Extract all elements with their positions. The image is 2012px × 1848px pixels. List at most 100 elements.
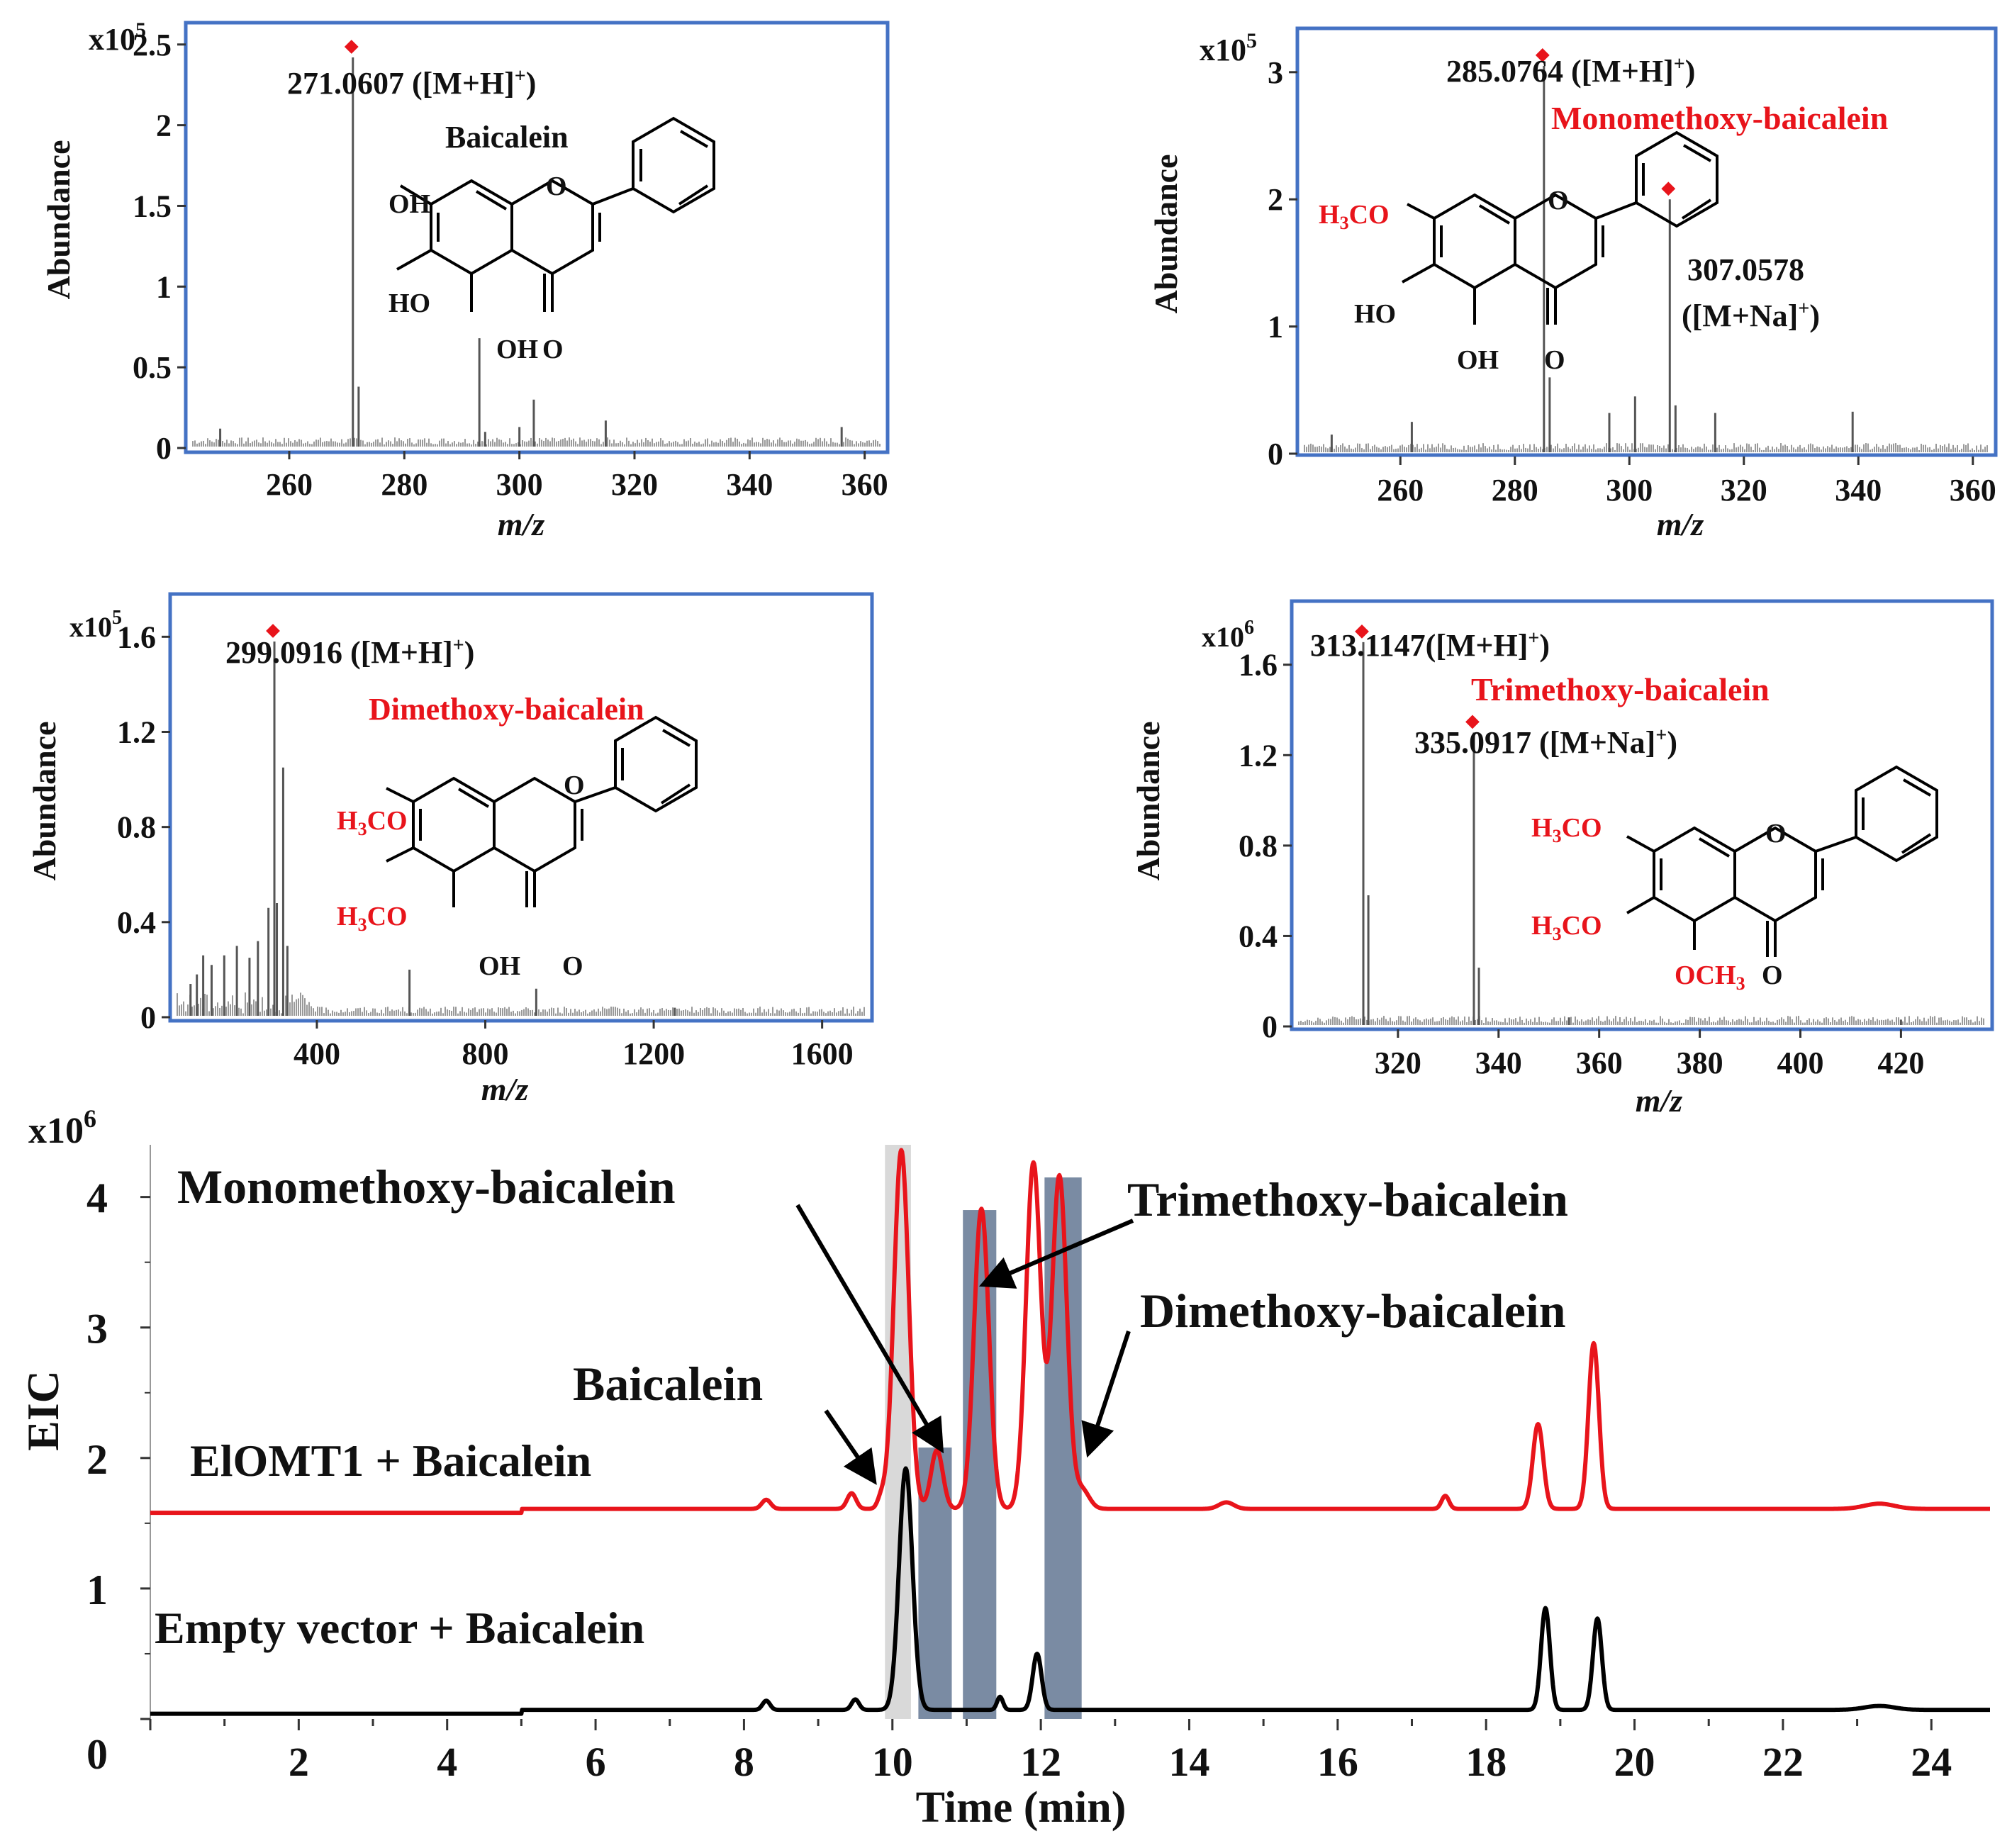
series-label-empty-vector: Empty vector + Baicalein bbox=[155, 1603, 644, 1653]
atom-label: OH bbox=[496, 335, 538, 364]
structure-monomethoxy-baicalein: H3CO HO OH O O bbox=[1319, 130, 1718, 375]
scale-label: x105 bbox=[69, 607, 122, 643]
atom-label: OCH3 bbox=[1675, 961, 1745, 994]
x-tick-label: 340 bbox=[1835, 473, 1882, 508]
atom-label: O bbox=[1765, 819, 1787, 849]
compound-name: Trimethoxy-baicalein bbox=[1471, 671, 1770, 707]
atom-label: O bbox=[564, 771, 585, 800]
peak-annotation: 307.0578 bbox=[1687, 252, 1804, 287]
x-axis-label: m/z bbox=[481, 1071, 529, 1107]
x-tick-label: 10 bbox=[872, 1739, 913, 1785]
callout-arrow-baicalein bbox=[824, 1409, 877, 1485]
y-tick-label: 0 bbox=[140, 1000, 156, 1035]
y-tick-label: 1.6 bbox=[1239, 648, 1278, 683]
x-tick-label: 260 bbox=[266, 467, 313, 502]
x-tick-label: 16 bbox=[1317, 1739, 1358, 1785]
x-tick-label: 420 bbox=[1877, 1046, 1924, 1080]
noise-peaks bbox=[192, 437, 881, 447]
x-tick-label: 2 bbox=[289, 1739, 309, 1785]
y-tick-label: 0 bbox=[1268, 437, 1283, 471]
y-tick-label: 1.5 bbox=[133, 189, 172, 223]
x-tick-label: 14 bbox=[1168, 1739, 1209, 1785]
x-tick-label: 320 bbox=[1375, 1046, 1421, 1080]
ms-frame bbox=[184, 21, 890, 454]
atom-label: O bbox=[1548, 186, 1569, 215]
scale-label: x106 bbox=[1202, 617, 1254, 653]
y-tick-label: 0.5 bbox=[133, 350, 172, 385]
compound-name: Dimethoxy-baicalein bbox=[369, 692, 644, 727]
x-axis-label: m/z bbox=[1636, 1082, 1683, 1119]
compound-name: Monomethoxy-baicalein bbox=[1551, 100, 1888, 136]
y-tick-label: 1.2 bbox=[1239, 738, 1278, 773]
peak-marker bbox=[1661, 181, 1676, 196]
atom-label: HO bbox=[1354, 299, 1396, 329]
y-tick-label: 0.4 bbox=[1239, 919, 1278, 953]
peak-marker bbox=[1535, 47, 1550, 62]
callout-dimethoxy: Dimethoxy-baicalein bbox=[1140, 1284, 1566, 1338]
noise-peaks bbox=[1298, 1016, 1984, 1025]
x-tick-label: 340 bbox=[726, 467, 773, 502]
y-tick-label: 0 bbox=[86, 1731, 108, 1778]
atom-label: OH bbox=[479, 951, 520, 981]
x-tick-label: 18 bbox=[1465, 1739, 1507, 1785]
x-tick-label: 20 bbox=[1614, 1739, 1655, 1785]
x-tick-label: 340 bbox=[1475, 1046, 1522, 1080]
x-axis-label: m/z bbox=[1657, 506, 1704, 542]
x-tick-label: 1200 bbox=[622, 1036, 685, 1071]
ms-frame bbox=[1290, 599, 1994, 1031]
y-tick-label: 1.6 bbox=[117, 620, 156, 654]
x-tick-label: 280 bbox=[1492, 473, 1538, 508]
ms-panel-trimethoxy: 320 340 360 380 400 420 0 0.4 0.8 1.2 1.6 x106 Abu… bbox=[1130, 599, 1994, 1119]
eic-traces bbox=[149, 1148, 1991, 1716]
peak-annotation: 313.1147([M+H]+) bbox=[1310, 627, 1550, 663]
atom-label: O bbox=[562, 951, 583, 981]
x-axis-label: Time (min) bbox=[916, 1783, 1127, 1832]
y-tick-label: 0.8 bbox=[117, 810, 156, 845]
y-tick-label: 2 bbox=[1268, 182, 1283, 217]
y-tick-label: 0 bbox=[1262, 1009, 1278, 1044]
noise-peaks bbox=[1304, 443, 1988, 452]
scale-label: x105 bbox=[1200, 29, 1257, 67]
peak-marker bbox=[1465, 715, 1480, 729]
atom-label: OH bbox=[1457, 345, 1499, 375]
x-tick-label: 380 bbox=[1677, 1046, 1723, 1080]
peak-annotation: 285.0764 ([M+H]+) bbox=[1446, 53, 1695, 89]
x-tick-label: 4 bbox=[437, 1739, 457, 1785]
atom-label: H3CO bbox=[1531, 911, 1602, 944]
peak-annotation: 299.0916 ([M+H]+) bbox=[225, 634, 474, 670]
structure-trimethoxy-baicalein: H3CO H3CO OCH3 O O bbox=[1531, 765, 1938, 994]
atom-label: O bbox=[1762, 961, 1783, 990]
eic-trace bbox=[149, 1148, 1991, 1516]
atom-label: HO bbox=[389, 289, 430, 318]
y-axis-label: Abundance bbox=[26, 722, 62, 881]
y-tick-label: 4 bbox=[86, 1175, 108, 1222]
y-tick-label: 3 bbox=[86, 1306, 108, 1353]
structure-dimethoxy-baicalein: H3CO H3CO OH O O bbox=[337, 715, 698, 981]
x-tick-label: 360 bbox=[1950, 473, 1996, 508]
x-tick-label: 360 bbox=[1576, 1046, 1623, 1080]
y-axis-label: Abundance bbox=[1130, 722, 1166, 881]
x-tick-label: 260 bbox=[1377, 473, 1424, 508]
x-tick-label: 320 bbox=[611, 467, 658, 502]
x-tick-label: 1600 bbox=[791, 1036, 854, 1071]
y-axis-label: EIC bbox=[18, 1370, 68, 1451]
callout-baicalein: Baicalein bbox=[573, 1357, 763, 1411]
y-tick-label: 1.2 bbox=[117, 715, 156, 749]
structure-baicalein: OH HO OH O O bbox=[389, 116, 715, 364]
peak-marker bbox=[344, 40, 359, 54]
y-tick-label: 0.8 bbox=[1239, 829, 1278, 863]
x-tick-label: 400 bbox=[1777, 1046, 1823, 1080]
x-tick-label: 360 bbox=[842, 467, 888, 502]
noise-peaks bbox=[177, 992, 865, 1016]
y-tick-label: 2.5 bbox=[133, 28, 172, 62]
x-tick-label: 400 bbox=[294, 1036, 340, 1071]
ms-frame bbox=[168, 592, 874, 1023]
x-tick-label: 8 bbox=[734, 1739, 754, 1785]
y-axis-label: Abundance bbox=[1148, 155, 1184, 314]
x-tick-label: 12 bbox=[1020, 1739, 1061, 1785]
